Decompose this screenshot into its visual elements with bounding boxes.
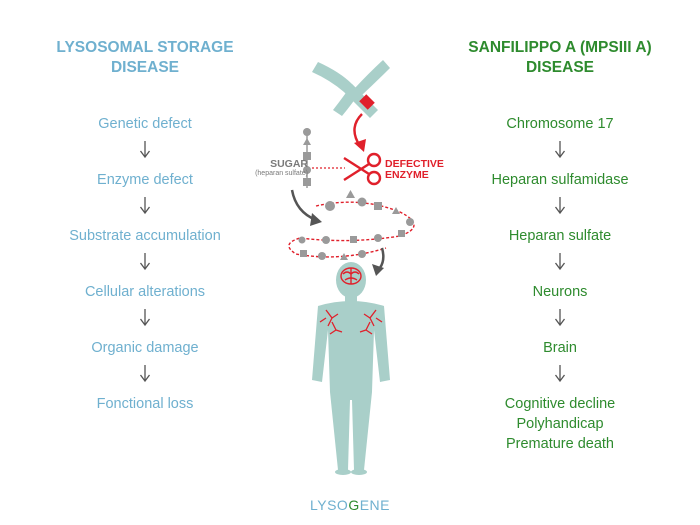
right-step: Neurons: [532, 284, 588, 300]
right-step: Heparan sulfate: [508, 228, 612, 244]
right-final-line: Premature death: [505, 436, 614, 452]
left-step: Enzyme defect: [97, 172, 193, 188]
left-column: LYSOSOMAL STORAGE DISEASE Genetic defect…: [20, 0, 270, 525]
left-step: Cellular alterations: [84, 284, 206, 300]
down-arrow-icon: [138, 140, 152, 160]
curved-arrow-icon: [290, 189, 322, 226]
down-arrow-icon: [553, 308, 567, 328]
left-step: Substrate accumulation: [69, 228, 221, 244]
right-heading-line2: DISEASE: [525, 59, 595, 76]
right-heading-line1: SANFILIPPO A (MPSIII A): [468, 39, 652, 56]
left-heading: LYSOSOMAL STORAGE DISEASE: [20, 38, 270, 78]
logo-part1: LYSO: [310, 497, 349, 513]
down-arrow-icon: [553, 252, 567, 272]
defect-line1: DEFECTIVE: [385, 158, 444, 170]
human-figure-icon: [312, 262, 390, 475]
right-final-line: Cognitive decline: [504, 396, 616, 412]
left-step: Fonctional loss: [96, 396, 194, 412]
accumulated-chain-icon: [288, 190, 415, 260]
down-arrow-icon: [138, 308, 152, 328]
scissors-icon: [343, 152, 382, 186]
right-step: Brain: [543, 340, 577, 356]
curved-arrow-icon: [372, 247, 385, 276]
down-arrow-icon: [553, 140, 567, 160]
chromosome-icon: [312, 60, 390, 118]
right-step: Heparan sulfamidase: [491, 172, 629, 188]
logo-part3: ENE: [359, 497, 390, 513]
left-step: Genetic defect: [98, 116, 192, 132]
left-step: Organic damage: [91, 340, 199, 356]
neurons-icon: [319, 309, 383, 335]
lysogene-logo: LYSOGENE: [0, 497, 700, 513]
down-arrow-icon: [138, 364, 152, 384]
right-column: SANFILIPPO A (MPSIII A) DISEASE Chromoso…: [430, 0, 690, 525]
down-arrow-icon: [138, 196, 152, 216]
down-arrow-icon: [553, 364, 567, 384]
brain-icon: [340, 267, 362, 285]
right-step: Chromosome 17: [506, 116, 614, 132]
left-heading-line2: DISEASE: [110, 59, 180, 76]
red-arrow-icon: [353, 113, 366, 152]
sugar-label: SUGAR: [270, 158, 308, 170]
central-illustration: [288, 60, 415, 475]
sugar-chain-icon: [303, 128, 311, 188]
down-arrow-icon: [553, 196, 567, 216]
right-heading: SANFILIPPO A (MPSIII A) DISEASE: [430, 38, 690, 78]
down-arrow-icon: [138, 252, 152, 272]
left-heading-line1: LYSOSOMAL STORAGE: [56, 39, 234, 56]
sugar-sub-label: (heparan sulfate): [255, 170, 308, 177]
logo-part2: G: [348, 497, 360, 513]
right-final-line: Polyhandicap: [516, 416, 604, 432]
defective-enzyme-label: DEFECTIVE ENZYME: [385, 159, 444, 181]
defect-line2: ENZYME: [385, 169, 429, 181]
